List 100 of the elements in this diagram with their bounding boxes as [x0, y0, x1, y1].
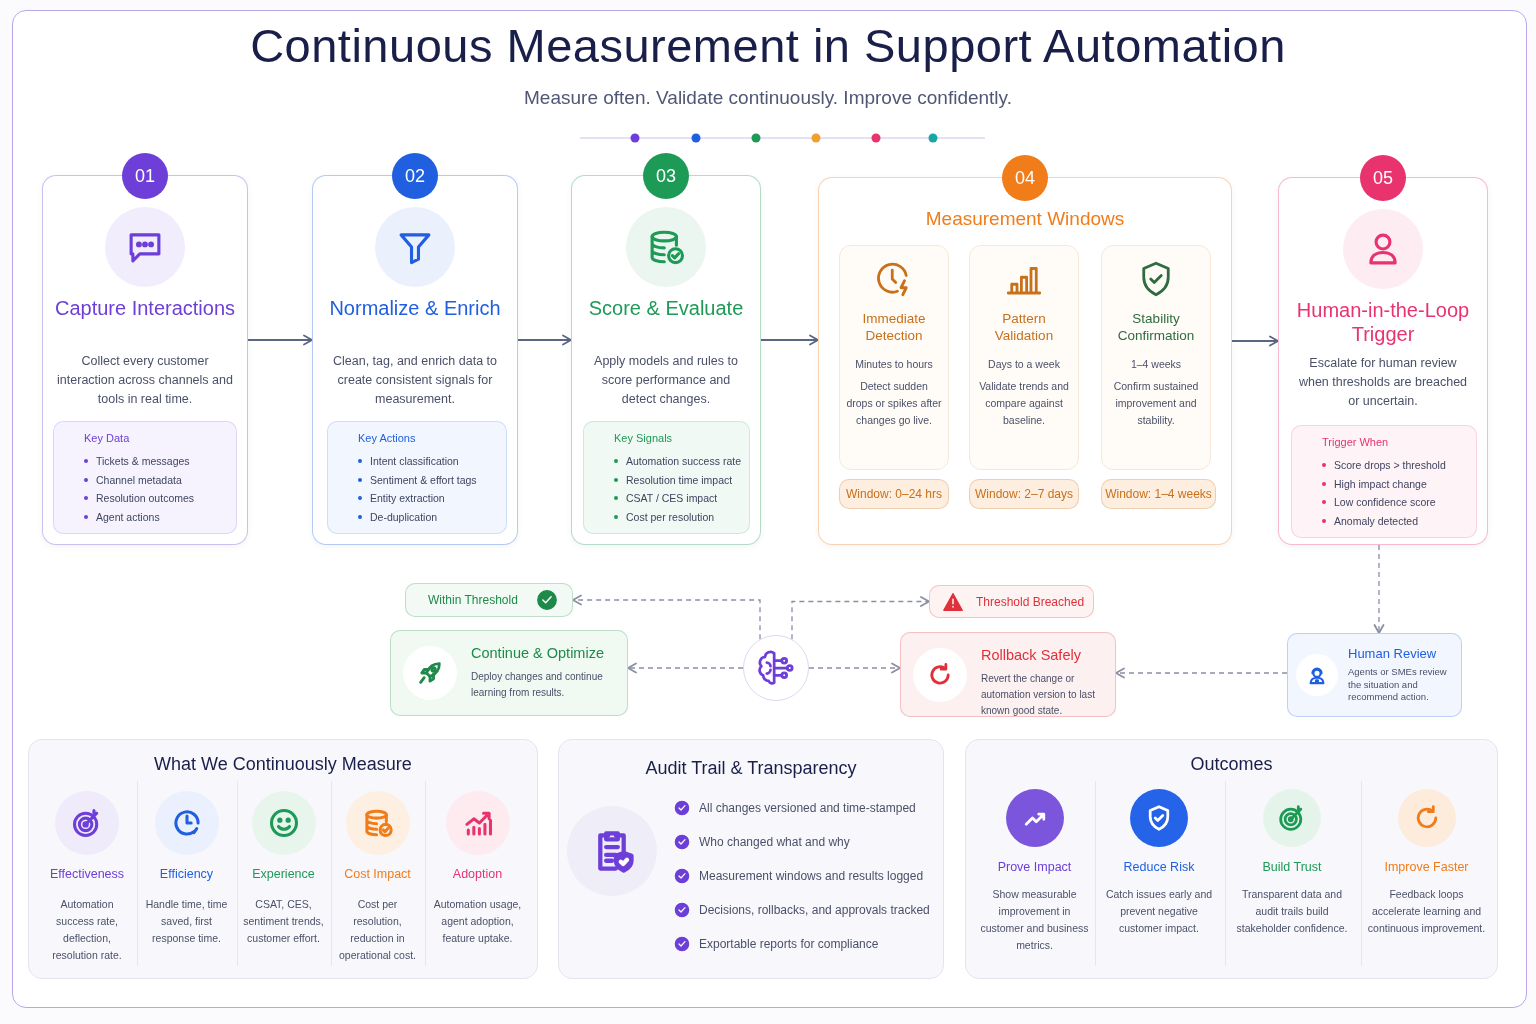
- status-pill: [405, 583, 573, 617]
- arrow: [791, 596, 930, 640]
- window-duration: 1–4 weeks: [1129, 358, 1183, 370]
- list-heading: Trigger When: [1322, 436, 1389, 448]
- arrow: [517, 334, 572, 346]
- info-box: [583, 421, 750, 534]
- window-title: Immediate Detection: [861, 310, 927, 344]
- metric-name: Experience: [251, 867, 316, 881]
- action-description: Agents or SMEs review the situation and recommend action.: [1348, 666, 1448, 704]
- step-number-badge: 01: [122, 153, 168, 199]
- bullet-item: Entity extraction: [358, 491, 500, 505]
- arrow: [1115, 667, 1288, 679]
- panel: [28, 739, 538, 979]
- bullet-item: Automation success rate: [614, 454, 743, 468]
- status-label: Window: 0–24 hrs: [844, 486, 943, 503]
- step-title: Human-in-the-Loop Trigger: [1295, 298, 1471, 346]
- metric-name: Build Trust: [1261, 860, 1323, 874]
- arrow: [808, 662, 901, 674]
- window-duration: Minutes to hours: [854, 358, 934, 370]
- status-pill: [969, 479, 1079, 509]
- step-number-badge: 05: [1360, 155, 1406, 201]
- bullet-item: Tickets & messages: [84, 454, 230, 468]
- status-pill: [929, 585, 1094, 618]
- subtitle: Measure often. Validate continuously. Improve confidently.: [523, 87, 1013, 109]
- info-box: [53, 421, 237, 534]
- bullet-item: Sentiment & effort tags: [358, 472, 500, 487]
- bullet-item: Agent actions: [84, 509, 230, 524]
- status-label: Within Threshold: [428, 592, 518, 609]
- step-description: Clean, tag, and enrich data to create consistent signals for measurement.: [332, 353, 498, 408]
- metric-description: Automation success rate, deflection, resolution rate.: [51, 897, 123, 963]
- metric-description: Catch issues early and prevent negative customer impact.: [1104, 887, 1214, 936]
- list-heading: Key Signals: [614, 432, 673, 444]
- action-title: Continue & Optimize: [471, 645, 604, 661]
- info-box: [1291, 425, 1477, 538]
- bullet-item: Channel metadata: [84, 472, 230, 487]
- step-number-badge: 03: [643, 153, 689, 199]
- window-title: Pattern Validation: [993, 310, 1055, 344]
- action-card: [900, 632, 1116, 717]
- panel-title: What We Continuously Measure: [153, 754, 413, 775]
- metric-description: CSAT, CES, sentiment trends, customer effort.: [242, 897, 325, 946]
- status-pill: [839, 479, 949, 509]
- metric-description: Automation usage, agent adoption, feature uptake.: [432, 897, 523, 946]
- metric-name: Adoption: [451, 867, 504, 881]
- status-label: Threshold Breached: [976, 593, 1085, 611]
- action-description: Deploy changes and continue learning from results.: [471, 670, 604, 700]
- metric-description: Transparent data and audit trails build stakeholder confidence.: [1235, 887, 1349, 936]
- metric-name: Improve Faster: [1383, 860, 1470, 874]
- checklist-item: Who changed what and why: [699, 835, 850, 849]
- step-number-badge: 04: [1002, 155, 1048, 201]
- metric-description: Handle time, time saved, first response time.: [144, 897, 229, 946]
- checklist-item: All changes versioned and time-stamped: [699, 801, 916, 815]
- list-heading: Key Actions: [358, 432, 416, 444]
- metric-name: Prove Impact: [996, 860, 1073, 874]
- metric-name: Reduce Risk: [1122, 860, 1196, 874]
- arrow: [247, 334, 313, 346]
- window-duration: Days to a week: [987, 358, 1061, 370]
- metric-description: Cost per resolution, reduction in operational cost.: [337, 897, 418, 963]
- window-title: Stability Confirmation: [1116, 310, 1196, 344]
- action-card: [390, 630, 628, 716]
- metric-name: Cost Impact: [343, 867, 412, 881]
- bullet-item: Resolution time impact: [614, 472, 743, 487]
- step-title: Score & Evaluate: [587, 296, 745, 320]
- step-title: Normalize & Enrich: [328, 296, 502, 320]
- metric-description: Feedback loops accelerate learning and continuous improvement.: [1366, 887, 1487, 936]
- arrow: [572, 594, 761, 640]
- list-heading: Key Data: [84, 432, 130, 444]
- step-title: Capture Interactions: [53, 296, 237, 320]
- arrow: [627, 662, 744, 674]
- step-description: Collect every customer interaction across channels and tools in real time.: [57, 353, 233, 408]
- arrow: [760, 334, 819, 346]
- arrow: [1231, 335, 1279, 347]
- window-description: Validate trends and compare against baseline.: [978, 379, 1070, 428]
- step-description: Escalate for human review when thresholds are breached or uncertain.: [1297, 355, 1469, 410]
- bullet-item: Anomaly detected: [1322, 513, 1470, 528]
- metric-description: Show measurable improvement in customer and business metrics.: [980, 887, 1089, 953]
- bullet-item: Cost per resolution: [614, 509, 743, 524]
- metric-name: Efficiency: [158, 867, 215, 881]
- window-card: [969, 245, 1079, 470]
- bullet-item: High impact change: [1322, 476, 1470, 491]
- window-description: Confirm sustained improvement and stability.: [1112, 379, 1200, 428]
- checklist-item: Measurement windows and results logged: [699, 869, 924, 883]
- title: Continuous Measurement in Support Automation: [249, 18, 1287, 73]
- step-description: Apply models and rules to score performance and detect changes.: [593, 353, 739, 408]
- metric-name: Effectiveness: [48, 867, 126, 881]
- panel-title: Audit Trail & Transparency: [644, 758, 858, 779]
- bullet-item: Intent classification: [358, 454, 500, 468]
- panel: [965, 739, 1498, 979]
- action-title: Rollback Safely: [981, 647, 1081, 663]
- status-label: Window: 2–7 days: [973, 486, 1075, 503]
- panel: [558, 739, 944, 979]
- bullet-item: Score drops > threshold: [1322, 458, 1470, 472]
- action-description: Revert the change or automation version to last known good state.: [981, 672, 1096, 718]
- status-label: Window: 1–4 weeks: [1104, 486, 1213, 503]
- window-card: [839, 245, 949, 470]
- bullet-item: Resolution outcomes: [84, 491, 230, 505]
- step-number-badge: 02: [392, 153, 438, 199]
- action-card: [1287, 633, 1462, 717]
- window-card: [1101, 245, 1211, 470]
- bullet-item: Low confidence score: [1322, 495, 1470, 509]
- panel-title: Outcomes: [1189, 754, 1274, 775]
